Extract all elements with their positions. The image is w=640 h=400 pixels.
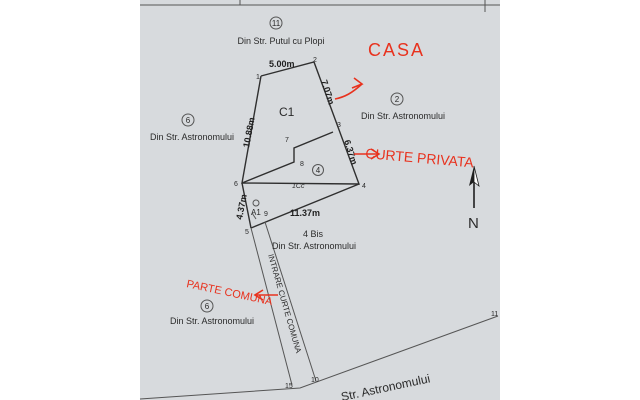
point-label: 7 xyxy=(285,137,289,144)
courtyard-number-circle xyxy=(312,164,324,176)
parcel-center-label: Din Str. Astronomului xyxy=(272,241,356,251)
point-label: 4 xyxy=(362,183,366,190)
parcel-center-number: 4 Bis xyxy=(303,229,324,239)
parcel-top-label: Din Str. Putul cu Plopi xyxy=(237,36,324,46)
north-label: N xyxy=(468,215,479,232)
annotation-arrow xyxy=(334,83,363,100)
parcel-left-lower-label: Din Str. Astronomului xyxy=(170,316,254,326)
point-label: 3 xyxy=(337,122,341,129)
access-strip-edge xyxy=(264,221,317,382)
courtyard-number: 4 xyxy=(316,166,321,175)
point-label: 11 xyxy=(491,311,498,318)
dimension-left-lower: 4.37m xyxy=(234,193,249,220)
lot-edge-bottom xyxy=(250,183,360,229)
dimension-bottom: 11.37m xyxy=(290,208,320,218)
point-label: 5 xyxy=(245,229,249,236)
building-boundary xyxy=(241,131,334,184)
building-label: C1 xyxy=(279,105,295,119)
annotation-arrow-head xyxy=(370,148,381,160)
parcel-number-circle xyxy=(181,113,195,127)
north-arrow-head xyxy=(469,166,474,186)
annotation-arrow-head xyxy=(351,77,364,89)
parcel-left-upper-number: 6 xyxy=(186,116,191,125)
dimension-top: 5.00m xyxy=(269,59,295,69)
lot-edge-left-lower xyxy=(241,182,252,229)
point-label: 8 xyxy=(300,161,304,168)
access-tick xyxy=(251,212,257,220)
parcel-number-circle xyxy=(269,16,283,30)
access-strip-edge xyxy=(250,227,293,386)
point-label: 1 xyxy=(256,74,260,81)
parcel-top-number: 11 xyxy=(272,19,281,28)
parcel-left-upper-label: Din Str. Astronomului xyxy=(150,132,234,142)
parcel-number-circle xyxy=(200,299,214,313)
parcel-number-circle xyxy=(390,92,404,106)
parcel-left-lower-number: 6 xyxy=(205,302,210,311)
street-boundary xyxy=(139,315,499,400)
parcel-right-number: 2 xyxy=(395,95,400,104)
point-label: 15 xyxy=(285,383,293,390)
north-arrow-head xyxy=(473,165,480,188)
point-label: 6 xyxy=(234,181,238,188)
point-label: 2 xyxy=(313,57,317,64)
courtyard-label: 1Cc xyxy=(292,183,305,190)
point-label: 10 xyxy=(311,377,319,384)
point-label: 9 xyxy=(264,211,268,218)
access-marker xyxy=(252,199,260,207)
parcel-right-label: Din Str. Astronomului xyxy=(361,111,445,121)
annotation-arrow-head xyxy=(253,289,264,301)
annotation-casa: CASA xyxy=(368,40,425,60)
access-label: A1 xyxy=(251,208,261,217)
